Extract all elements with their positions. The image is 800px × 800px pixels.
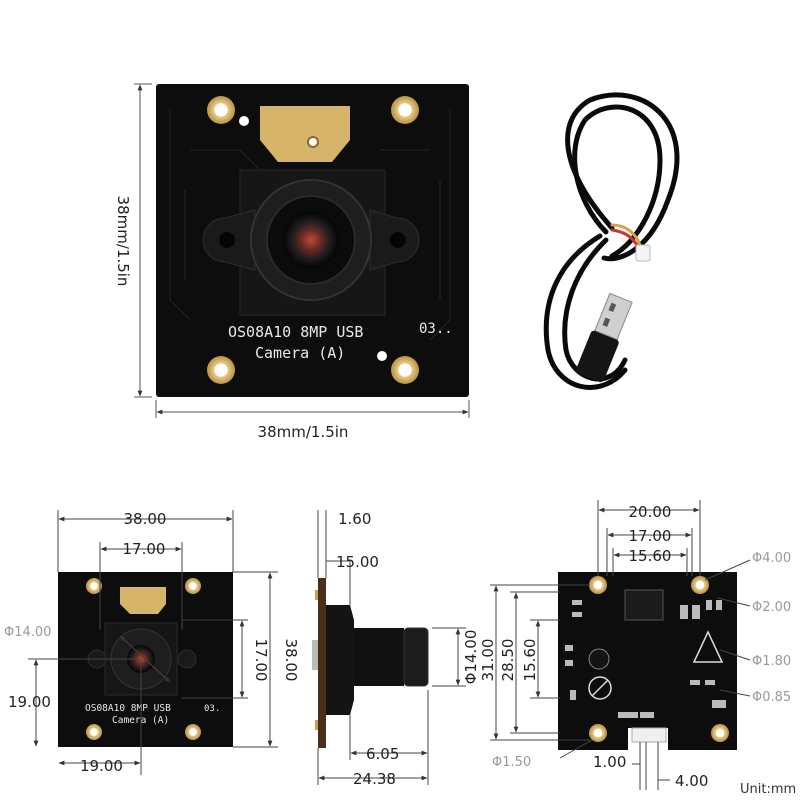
back-h2850: 28.50	[499, 639, 517, 682]
back-dimension-lines	[490, 500, 751, 790]
back-d200: Φ2.00	[752, 600, 791, 615]
pcb-traces	[169, 110, 451, 341]
mount-pad	[391, 96, 419, 124]
front-silk-code: 03.	[204, 704, 220, 714]
side-holder-offset: 15.00	[336, 553, 379, 571]
front-dimension-lines	[28, 510, 278, 775]
front-silk-line1: OS08A10 8MP USB	[85, 703, 171, 714]
warning-mark	[692, 630, 724, 663]
side-total-depth: 24.38	[353, 770, 396, 788]
front-lens-dia: Φ14.00	[4, 625, 51, 640]
front-height: 38.00	[282, 639, 300, 682]
back-pad	[691, 576, 709, 594]
back-pad	[589, 576, 607, 594]
back-d085: Φ0.85	[752, 690, 791, 705]
front-ear	[177, 649, 197, 669]
back-pitch: 1.00	[593, 753, 626, 771]
top-width-label: 38mm/1.5in	[258, 423, 349, 441]
front-width: 38.00	[124, 510, 167, 528]
front-pad	[86, 724, 102, 740]
screw-hole	[219, 232, 235, 248]
front-hole-y: 19.00	[8, 693, 51, 711]
screw-hole	[390, 232, 406, 248]
gold-tab	[260, 106, 350, 162]
back-d180: Φ1.80	[752, 654, 791, 669]
top-silk-code: 03..	[419, 321, 453, 337]
back-w1560: 15.60	[629, 547, 672, 565]
front-inner-height: 17.00	[252, 639, 270, 682]
side-connector	[312, 640, 318, 670]
back-drawing	[558, 572, 737, 750]
top-silk-line1: OS08A10 8MP USB	[228, 323, 363, 341]
marker-dot	[239, 116, 249, 126]
side-holder	[326, 605, 354, 715]
back-d150: Φ1.50	[492, 755, 531, 770]
side-pcb	[318, 578, 326, 748]
back-h1560: 15.60	[521, 639, 539, 682]
back-w17: 17.00	[629, 527, 672, 545]
side-lens-body	[354, 628, 404, 686]
front-gold-tab	[120, 587, 166, 614]
front-pad	[185, 578, 201, 594]
top-height-label: 38mm/1.5in	[114, 196, 132, 287]
mount-pad	[207, 356, 235, 384]
side-lens-ring	[403, 627, 429, 687]
back-d400: Φ4.00	[752, 551, 791, 566]
side-dimension-lines	[317, 510, 466, 785]
back-w20: 20.00	[629, 503, 672, 521]
side-lens-dia: Φ14.00	[462, 630, 480, 685]
mount-pad	[207, 96, 235, 124]
lens-glass	[283, 212, 339, 268]
front-pad	[86, 578, 102, 594]
marker-dot	[377, 351, 387, 361]
unit-label: Unit:mm	[740, 782, 796, 797]
front-inner-width: 17.00	[123, 540, 166, 558]
side-lens-offset: 6.05	[366, 745, 399, 763]
mount-pad	[391, 356, 419, 384]
back-h31: 31.00	[479, 639, 497, 682]
jst-connector	[635, 244, 651, 262]
pb-free-mark	[588, 676, 612, 700]
back-connector	[631, 727, 667, 743]
top-silk-line2: Camera (A)	[255, 344, 345, 362]
side-drawing	[312, 578, 429, 748]
back-hole	[588, 648, 610, 670]
back-pad	[711, 724, 729, 742]
back-chip	[624, 589, 664, 621]
top-board-photo: OS08A10 8MP USB Camera (A) 03..	[156, 84, 469, 397]
top-dimensions	[134, 83, 470, 418]
back-conn: 4.00	[675, 772, 708, 790]
back-pad	[589, 724, 607, 742]
tab-hole	[307, 136, 319, 148]
front-hole-x: 19.00	[80, 757, 123, 775]
side-pcb-thickness: 1.60	[338, 510, 371, 528]
front-pad	[185, 724, 201, 740]
usb-cable	[543, 92, 680, 390]
usb-plug	[576, 292, 633, 383]
